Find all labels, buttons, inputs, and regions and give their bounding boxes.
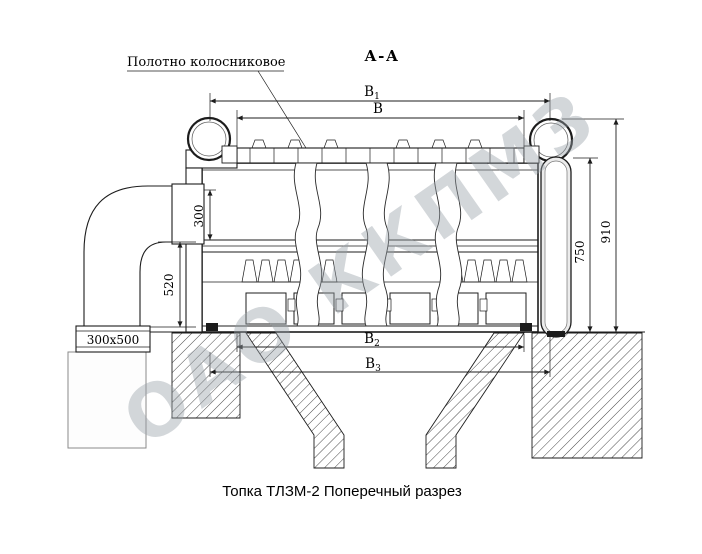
air-duct: 300x500 <box>67 185 186 449</box>
hopper-right-wall <box>425 332 525 469</box>
dim-300-label: 300 <box>192 205 206 228</box>
section-label: А-А <box>364 47 399 65</box>
left-drum-bracket <box>221 145 238 164</box>
duct-flange <box>75 325 151 353</box>
grate-belt-ribbons <box>293 162 463 327</box>
dim-b-label: В <box>373 101 383 117</box>
dim-b2: В2 <box>236 331 525 352</box>
foundation <box>171 332 643 469</box>
dim-520: 520 <box>150 241 196 328</box>
dim-b2-label: В2 <box>364 331 380 349</box>
duct-riser <box>67 351 147 449</box>
dim-750-label: 750 <box>573 241 587 264</box>
right-drum-bracket <box>523 145 540 164</box>
drawing-caption: Топка ТЛЗМ-2 Поперечный разрез <box>222 483 462 500</box>
hopper-left-wall <box>245 332 345 469</box>
dim-910-label: 910 <box>599 221 613 244</box>
dim-b1: В1 <box>209 84 551 121</box>
dim-b3-label: В3 <box>365 356 381 374</box>
dim-b3: В3 <box>209 334 551 377</box>
right-support-pad <box>520 323 532 331</box>
dim-910: 910 <box>562 118 624 332</box>
duct-size-label: 300x500 <box>87 333 140 347</box>
arch-support-pad <box>547 331 565 337</box>
dim-300: 300 <box>192 189 216 241</box>
callout-grate-label: Полотно колосниковое <box>127 55 286 70</box>
callout-grate: Полотно колосниковое <box>127 55 307 149</box>
dim-b: В <box>236 101 525 146</box>
duct-inlet-flange <box>171 183 205 245</box>
right-arch <box>540 156 572 338</box>
foundation-left-pillar <box>171 332 241 419</box>
dim-750: 750 <box>573 157 624 333</box>
foundation-right-block <box>531 332 643 459</box>
left-drum <box>186 116 232 162</box>
dim-b1-label: В1 <box>364 84 380 102</box>
dim-520-label: 520 <box>162 274 176 297</box>
left-support-pad <box>206 323 218 331</box>
elbow-outer-wall <box>83 185 186 326</box>
